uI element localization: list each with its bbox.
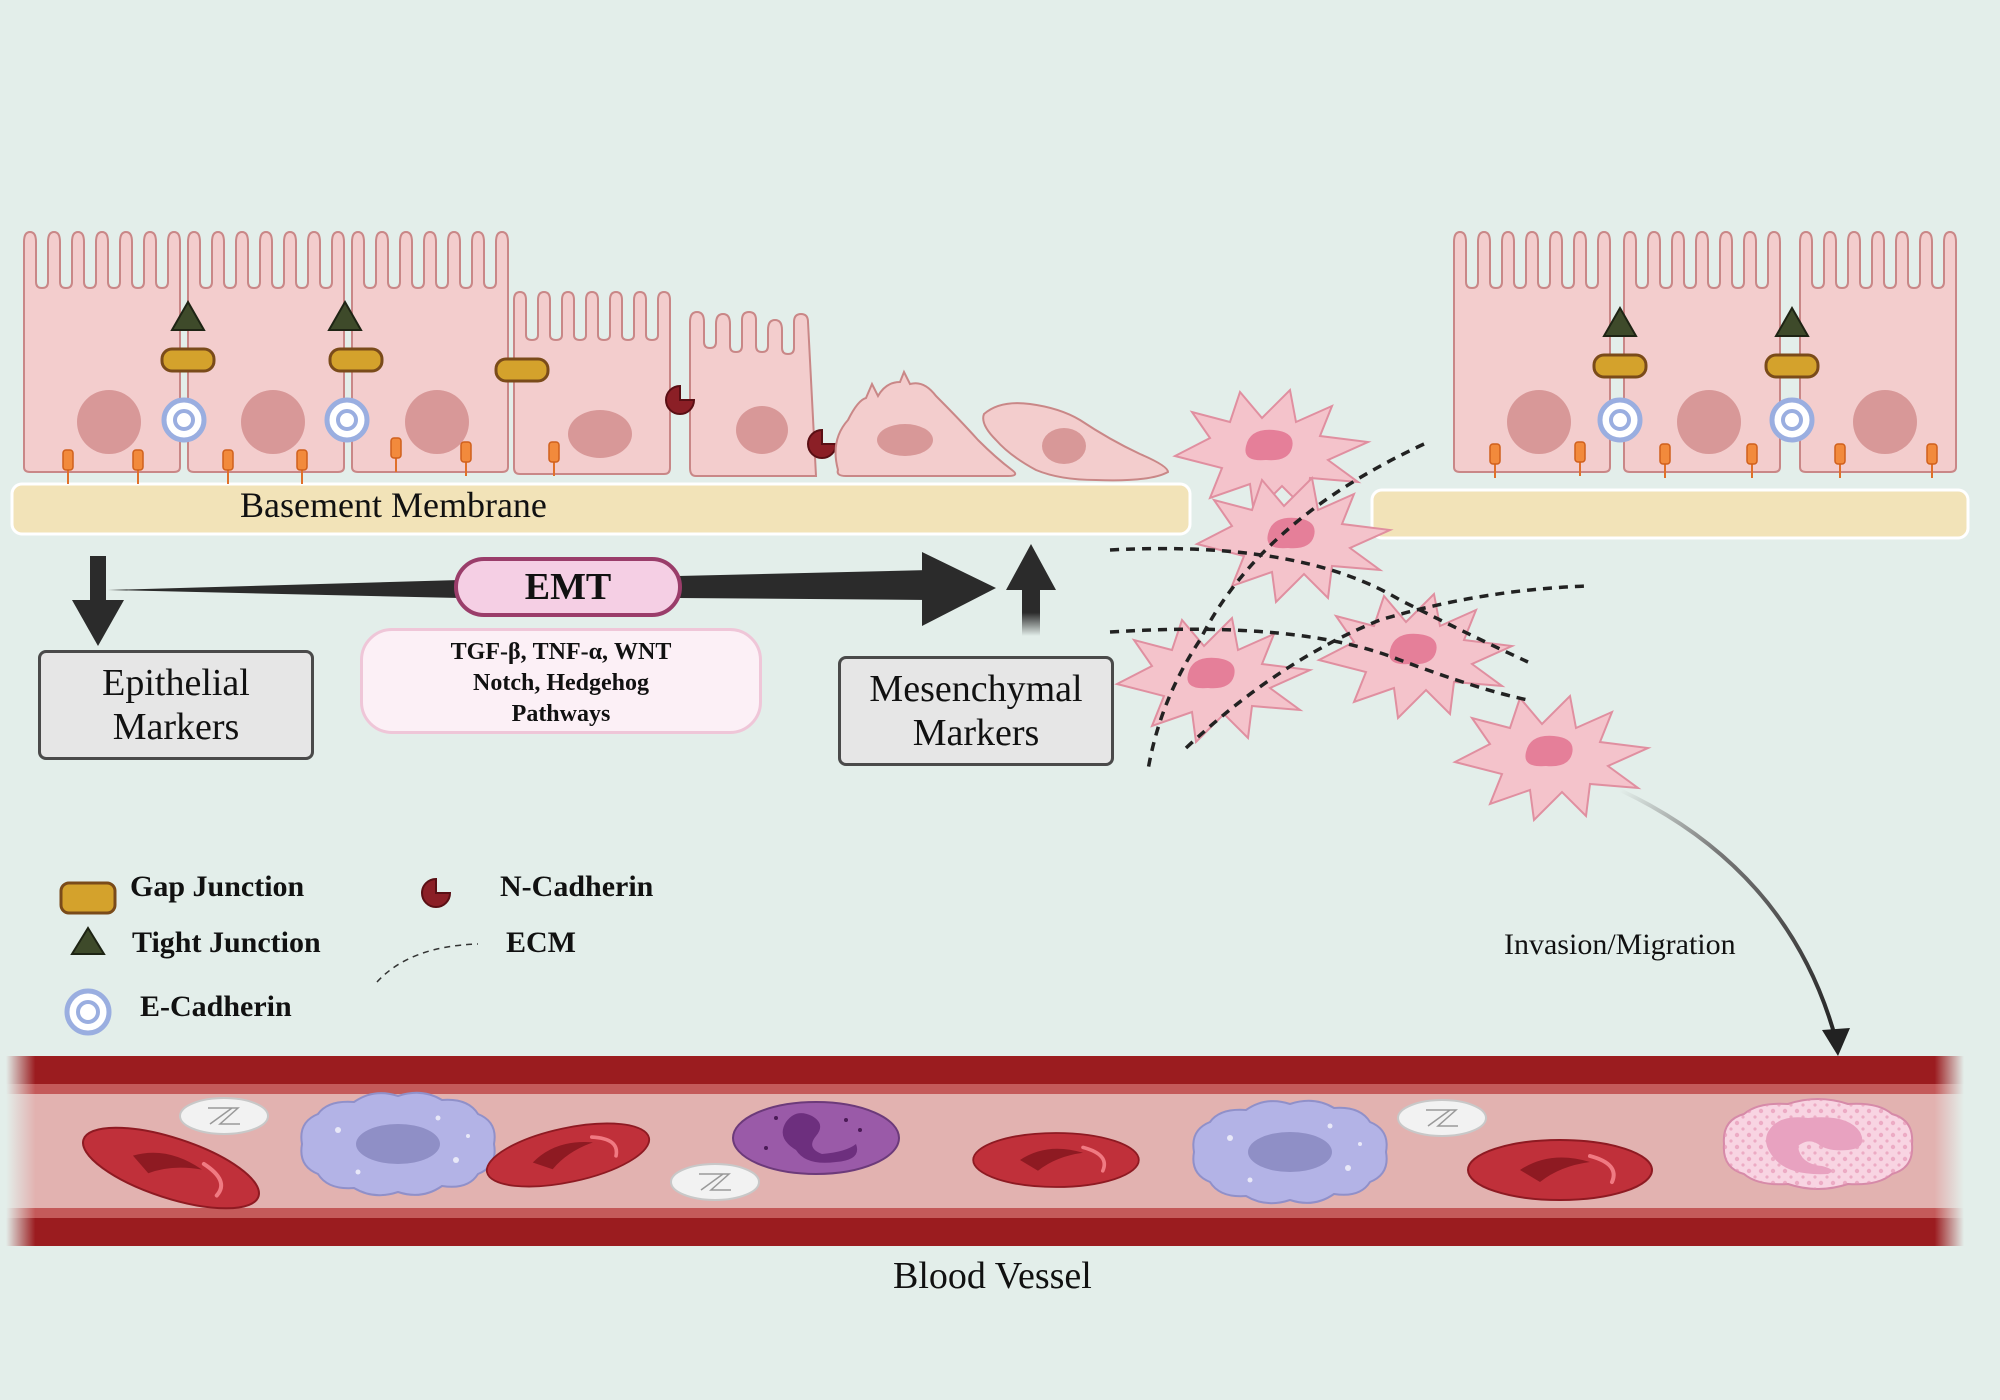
legend-n-cadherin-label: N-Cadherin — [500, 870, 654, 903]
epithelial-markers-box: Epithelial Markers — [38, 650, 314, 760]
blood-cells — [72, 1091, 1914, 1227]
gap-junction-icon — [328, 347, 384, 373]
pathway-line: TGF-β, TNF-α, WNT — [450, 639, 672, 665]
pathway-line: Notch, Hedgehog — [473, 670, 649, 696]
invasion-migration-label: Invasion/Migration — [1504, 928, 1736, 961]
mesenchymal-markers-box: Mesenchymal Markers — [838, 656, 1114, 766]
epithelial-markers-line: Epithelial — [102, 662, 250, 704]
blood-vessel-label: Blood Vessel — [893, 1255, 1092, 1297]
ecm-fibers — [1109, 442, 1587, 771]
mesenchymal-cell — [1196, 477, 1391, 603]
platelet — [179, 1097, 269, 1135]
mesenchymal-cell — [1454, 695, 1649, 821]
gap-junction-icon — [160, 347, 216, 373]
pathway-line: Pathways — [511, 701, 611, 727]
legend-ecm-label: ECM — [506, 926, 576, 959]
epithelial-cells-right — [1453, 231, 1957, 479]
mesenchymal-up-arrow — [1006, 544, 1056, 636]
lymphocyte — [1192, 1099, 1388, 1205]
red-blood-cell — [971, 1131, 1141, 1189]
integrin-icon — [62, 449, 74, 485]
epithelial-cell — [1623, 231, 1781, 473]
integrin-icon — [222, 449, 234, 485]
neutrophil — [1722, 1098, 1914, 1190]
emt-label: EMT — [454, 557, 682, 617]
gap-junction-icon — [59, 881, 117, 915]
e-cadherin-icon — [1772, 400, 1812, 440]
e-cadherin-icon — [1600, 400, 1640, 440]
epithelial-cell — [1453, 231, 1611, 473]
integrin-icon — [132, 449, 144, 485]
epithelial-down-arrow — [72, 556, 124, 646]
gap-junction-icon — [494, 357, 550, 383]
epithelial-cell — [23, 231, 181, 473]
gap-junction-icon — [1764, 353, 1820, 379]
e-cadherin-icon — [164, 400, 204, 440]
n-cadherin-icon — [807, 429, 837, 459]
legend-e-cadherin-label: E-Cadherin — [140, 990, 292, 1023]
legend-gap-junction-label: Gap Junction — [130, 870, 305, 903]
mesenchymal-markers-line: Mesenchymal — [869, 668, 1083, 710]
epithelial-cells-left — [23, 231, 509, 485]
lymphocyte — [300, 1091, 496, 1197]
platelet — [1397, 1099, 1487, 1137]
ecm-icon — [376, 943, 479, 983]
epithelial-cell — [1799, 231, 1957, 473]
platelet — [670, 1163, 760, 1201]
mesenchymal-cell — [1318, 593, 1513, 719]
transitioning-cell — [834, 369, 1017, 477]
transitioning-cells — [494, 290, 1170, 482]
mesenchymal-markers-line: Markers — [912, 712, 1040, 754]
integrin-icon — [296, 449, 308, 485]
monocyte — [732, 1101, 900, 1175]
epithelial-markers-line: Markers — [112, 706, 240, 748]
e-cadherin-icon — [327, 400, 367, 440]
basement-membrane — [10, 482, 1970, 540]
tight-junction-icon — [70, 926, 106, 955]
signaling-pathways-box: TGF-β, TNF-α, WNT Notch, Hedgehog Pathwa… — [360, 628, 762, 734]
n-cadherin-icon — [421, 877, 452, 908]
e-cadherin-icon — [64, 988, 112, 1036]
basement-membrane-label: Basement Membrane — [240, 485, 547, 525]
legend-tight-junction-label: Tight Junction — [132, 926, 321, 959]
emt-arrow — [108, 552, 996, 626]
invasion-arrow — [1619, 788, 1850, 1056]
legend-icons — [59, 877, 479, 1036]
gap-junction-icon — [1592, 353, 1648, 379]
red-blood-cell — [1466, 1138, 1654, 1202]
